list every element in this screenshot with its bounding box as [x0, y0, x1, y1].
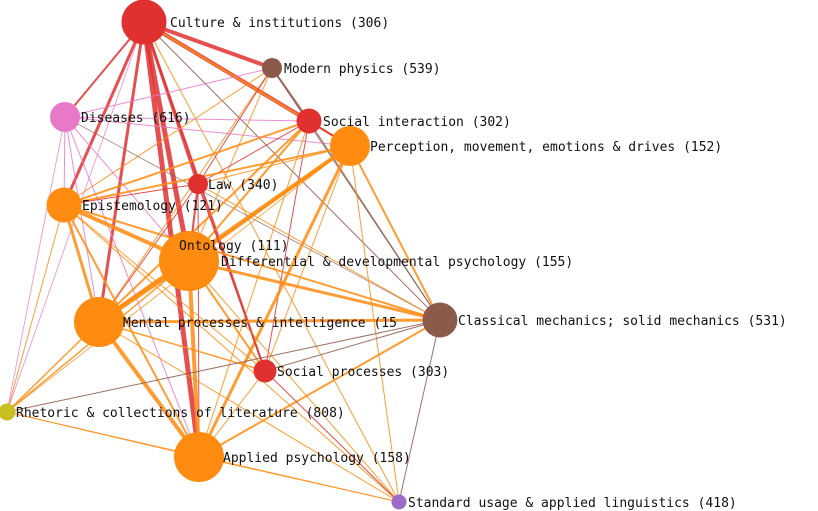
- node-label-social_interaction: Social interaction (302): [323, 115, 511, 130]
- edge-perception-standard: [349, 145, 400, 503]
- edge-epistemology-rhetoric: [6, 204, 65, 413]
- node-modern_physics[interactable]: [262, 58, 282, 78]
- node-social_interaction[interactable]: [296, 108, 322, 134]
- edge-epistemology-social_processes: [63, 204, 266, 372]
- edge-culture-classical: [143, 21, 441, 321]
- edge-perception-social_processes: [264, 145, 351, 372]
- edge-social_interaction-ontology: [188, 120, 310, 262]
- edge-perception-epistemology: [63, 145, 351, 206]
- edge-modern_physics-law: [197, 67, 273, 185]
- node-label-ontology: Ontology (111): [179, 239, 289, 254]
- edge-social_processes-standard: [264, 370, 400, 503]
- node-applied[interactable]: [174, 432, 224, 482]
- edge-diseases-social_interaction: [64, 116, 310, 122]
- label-layer: Culture & institutions (306) Modern physi…: [16, 16, 787, 511]
- edge-social_interaction-epistemology: [63, 120, 310, 206]
- edge-law-classical: [197, 183, 441, 321]
- edge-diseases-classical: [64, 116, 441, 321]
- edge-social_interaction-social_processes: [264, 120, 310, 372]
- edge-culture-modern_physics: [143, 20, 273, 70]
- node-rhetoric[interactable]: [0, 403, 16, 421]
- node-label-perception: Perception, movement, emotions & drives …: [370, 140, 722, 155]
- edge-law-epistemology: [63, 183, 199, 206]
- edge-mental-applied: [97, 320, 201, 459]
- edge-perception-law: [197, 145, 351, 185]
- node-epistemology[interactable]: [46, 187, 82, 223]
- node-label-social_processes: Social processes (303): [277, 365, 449, 380]
- node-label-differential: Differential & developmental psychology …: [221, 255, 573, 270]
- node-standard[interactable]: [391, 494, 407, 510]
- node-label-modern_physics: Modern physics (539): [284, 62, 441, 77]
- node-label-epistemology: Epistemology (121): [82, 199, 223, 214]
- node-label-law: Law (340): [208, 178, 278, 193]
- edge-ontology-classical: [188, 259, 441, 322]
- edge-law-social_processes: [197, 183, 266, 372]
- node-mental[interactable]: [74, 297, 124, 347]
- node-ontology[interactable]: [159, 231, 219, 291]
- edge-epistemology-standard: [63, 204, 400, 503]
- node-label-standard: Standard usage & applied linguistics (41…: [408, 496, 737, 511]
- edge-classical-rhetoric: [6, 319, 441, 413]
- edge-ontology-standard: [188, 260, 400, 503]
- edge-culture-epistemology: [62, 21, 146, 206]
- edge-diseases-applied: [64, 116, 200, 458]
- edge-modern_physics-diseases: [64, 67, 273, 118]
- node-label-culture: Culture & institutions (306): [170, 16, 389, 31]
- node-culture[interactable]: [121, 0, 167, 45]
- edge-mental-classical: [98, 318, 441, 324]
- node-label-rhetoric: Rhetoric & collections of literature (80…: [16, 406, 345, 421]
- node-diseases[interactable]: [50, 102, 80, 132]
- edge-applied-classical: [198, 319, 441, 458]
- edge-classical-social_processes: [264, 319, 441, 372]
- edge-perception-classical: [349, 145, 441, 321]
- edge-diseases-rhetoric: [6, 116, 66, 413]
- edge-culture-standard: [143, 21, 400, 503]
- edge-law-mental: [98, 183, 199, 323]
- edge-mental-standard: [98, 321, 400, 503]
- node-layer: [0, 0, 458, 510]
- edge-social_interaction-applied: [198, 120, 310, 458]
- edge-modern_physics-epistemology: [63, 67, 273, 206]
- node-classical[interactable]: [422, 302, 458, 338]
- node-perception[interactable]: [330, 126, 370, 166]
- node-label-mental: Mental processes & intelligence (15: [123, 316, 397, 331]
- edge-culture-mental: [97, 21, 146, 323]
- edge-modern_physics-mental: [98, 67, 273, 323]
- node-label-applied: Applied psychology (158): [223, 451, 411, 466]
- node-law[interactable]: [188, 174, 208, 194]
- edge-social_interaction-mental: [98, 120, 310, 323]
- edge-modern_physics-ontology: [188, 67, 273, 262]
- edge-ontology-applied: [187, 260, 201, 458]
- edge-classical-standard: [398, 319, 441, 503]
- edge-social_interaction-classical: [308, 120, 441, 321]
- node-label-classical: Classical mechanics; solid mechanics (53…: [458, 314, 787, 329]
- node-label-diseases: Diseases (616): [81, 111, 191, 126]
- edge-epistemology-classical: [63, 204, 441, 321]
- edge-perception-applied: [197, 145, 352, 458]
- node-social_processes[interactable]: [253, 359, 277, 383]
